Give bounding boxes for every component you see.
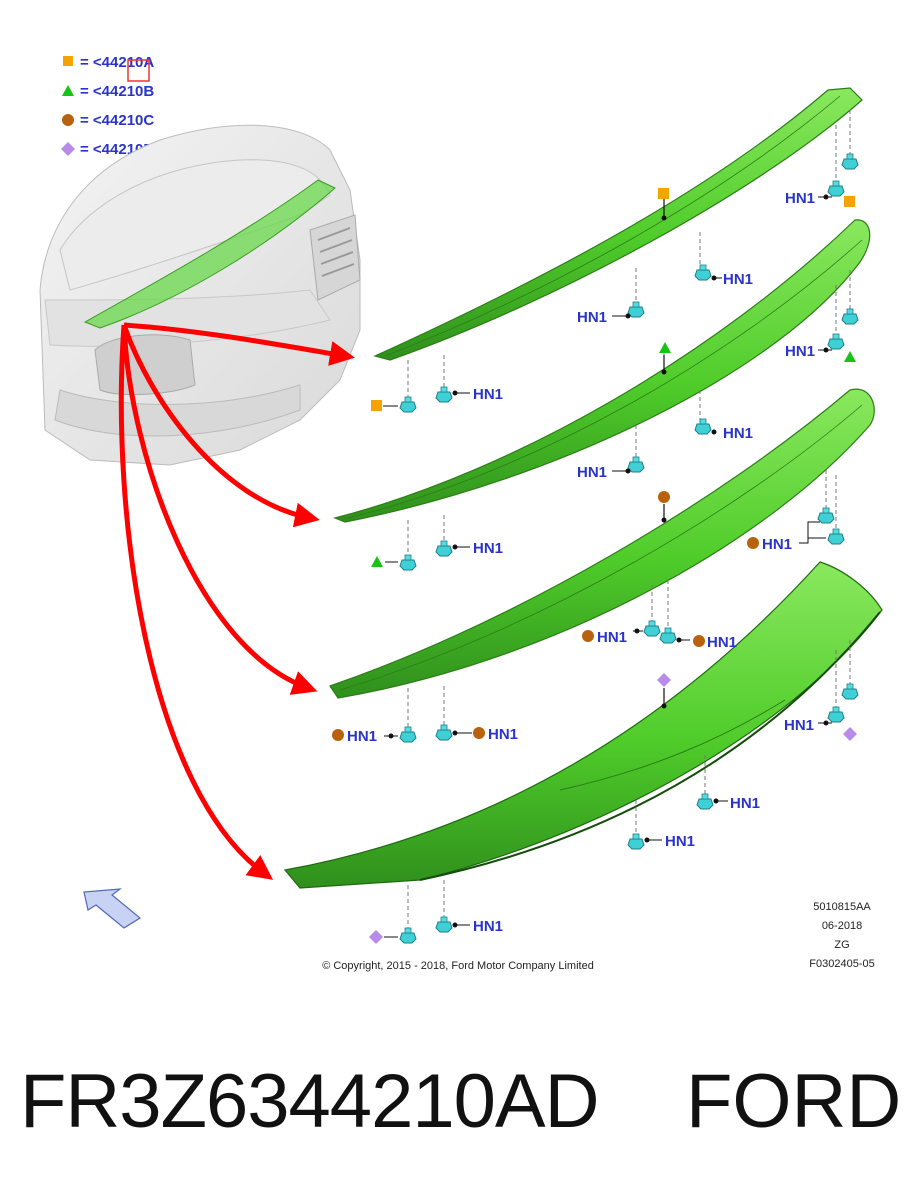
hn1-label: HN1: [785, 343, 815, 360]
arrow-to-spoiler-d: [118, 324, 274, 880]
triangle-marker: [844, 351, 856, 362]
part-number: FR3Z6344210AD: [20, 1059, 599, 1144]
diamond-marker: [657, 673, 671, 687]
triangle-marker: [659, 342, 671, 353]
diamond-icon: [61, 142, 75, 156]
hn1-label: HN1: [488, 726, 518, 743]
arrow-to-spoiler-c: [121, 324, 318, 695]
legend-label-a: = <44210A: [80, 54, 154, 71]
hn1-label: HN1: [730, 795, 760, 812]
circle-marker: [747, 537, 759, 549]
legend-label-b: = <44210B: [80, 83, 154, 100]
illustration-code: 5010815AA: [813, 901, 871, 913]
car-rear-illustration: [39, 124, 361, 466]
hn1-label: HN1: [723, 271, 753, 288]
legend-item-a: = <44210A: [63, 54, 154, 71]
circle-marker: [582, 630, 594, 642]
callout-arrows: [118, 322, 355, 880]
square-marker: [844, 196, 855, 207]
circle-marker: [658, 491, 670, 503]
hn1-label: HN1: [473, 386, 503, 403]
car-spoiler-highlight: [83, 179, 336, 329]
region-code: ZG: [834, 939, 849, 951]
spoiler-b: [333, 219, 871, 523]
circle-icon: [62, 114, 74, 126]
circle-marker: [473, 727, 485, 739]
legend-item-b: = <44210B: [62, 83, 154, 100]
hn1-label: HN1: [347, 728, 377, 745]
illustration-date: 06-2018: [822, 920, 862, 932]
hn1-label: HN1: [473, 918, 503, 935]
arrow-to-spoiler-b: [121, 324, 320, 528]
legend-item-c: = <44210C: [62, 112, 154, 129]
hn1-label: HN1: [597, 629, 627, 646]
triangle-marker: [371, 556, 383, 567]
hn1-label: HN1: [707, 634, 737, 651]
hn1-label: HN1: [784, 717, 814, 734]
square-marker: [371, 400, 382, 411]
circle-marker: [693, 635, 705, 647]
hn1-label: HN1: [723, 425, 753, 442]
fasteners: HN1 HN1 HN1 HN1 HN1 HN1 HN1 HN1 HN1 H: [332, 153, 859, 944]
hn1-label: HN1: [665, 833, 695, 850]
hn1-label: HN1: [785, 190, 815, 207]
diamond-marker: [843, 727, 857, 741]
highlight-box: [127, 59, 150, 82]
brand-name: FORD: [686, 1059, 902, 1144]
triangle-icon: [62, 85, 74, 96]
legend: = <44210A = <44210B = <44210C = <44210D: [61, 54, 154, 158]
circle-marker: [332, 729, 344, 741]
hn1-label: HN1: [762, 536, 792, 553]
square-marker: [658, 188, 669, 199]
spoiler-d: [283, 561, 883, 889]
copyright-text: © Copyright, 2015 - 2018, Ford Motor Com…: [322, 960, 594, 972]
hn1-label: HN1: [577, 464, 607, 481]
view-direction-arrow-icon: [83, 888, 142, 929]
square-icon: [63, 56, 73, 66]
parts-diagram: = <44210A = <44210B = <44210C = <44210D: [39, 54, 883, 972]
hn1-label: HN1: [577, 309, 607, 326]
hn1-label: HN1: [473, 540, 503, 557]
diamond-marker: [369, 930, 383, 944]
figure-id: F0302405-05: [809, 958, 874, 970]
spoiler-a: [373, 87, 863, 361]
spoiler-c: [329, 388, 875, 699]
legend-label-c: = <44210C: [80, 112, 154, 129]
arrow-to-spoiler-a: [123, 322, 355, 366]
